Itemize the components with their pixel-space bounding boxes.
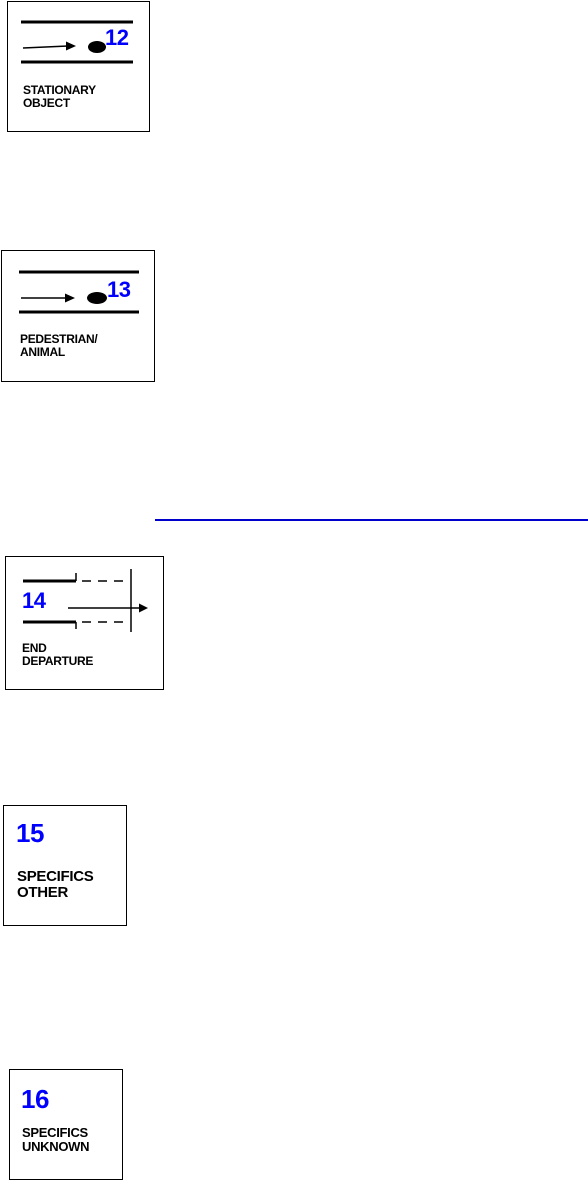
arrow-icon (22, 41, 76, 51)
card-label: PEDESTRIAN/ ANIMAL (20, 332, 98, 359)
arrow-icon (68, 603, 148, 613)
card-label: SPECIFICS UNKNOWN (22, 1125, 90, 1154)
card-label-line: SPECIFICS (22, 1125, 88, 1140)
card-number: 14 (22, 588, 46, 613)
card-label-line: SPECIFICS (17, 868, 94, 885)
end-departure-diagram (23, 569, 148, 632)
card-label-line: DEPARTURE (22, 653, 94, 668)
card-label-line: UNKNOWN (22, 1138, 90, 1154)
section-divider (155, 519, 588, 521)
card-label-line: ANIMAL (20, 344, 65, 359)
arrow-icon (21, 293, 75, 303)
card-specifics-unknown: 16 SPECIFICS UNKNOWN (9, 1069, 123, 1180)
card-pedestrian-animal: 13 PEDESTRIAN/ ANIMAL (1, 250, 155, 382)
card-label-line: OBJECT (23, 95, 70, 110)
pedestrian-animal-diagram (19, 270, 139, 314)
card-label-line: PEDESTRIAN/ (20, 332, 98, 346)
card-end-departure: 14 END DEPARTURE (5, 556, 164, 690)
object-dot-icon (88, 41, 106, 53)
object-dot-icon (87, 292, 107, 304)
card-label-line: OTHER (17, 883, 69, 901)
card-stationary-object: 12 STATIONARY OBJECT (7, 1, 150, 132)
card-number: 15 (16, 818, 44, 848)
card-label: END DEPARTURE (22, 642, 93, 667)
stationary-object-diagram (21, 20, 133, 64)
card-number: 12 (105, 25, 129, 50)
card-label-line: END (22, 641, 47, 655)
card-label: STATIONARY OBJECT (23, 84, 96, 109)
card-specifics-other: 15 SPECIFICS OTHER (3, 805, 127, 926)
card-label: SPECIFICS OTHER (17, 868, 94, 901)
card-label-line: STATIONARY (23, 83, 96, 97)
road-end-icon (23, 573, 128, 629)
card-number: 16 (21, 1084, 49, 1114)
card-number: 13 (107, 277, 131, 302)
